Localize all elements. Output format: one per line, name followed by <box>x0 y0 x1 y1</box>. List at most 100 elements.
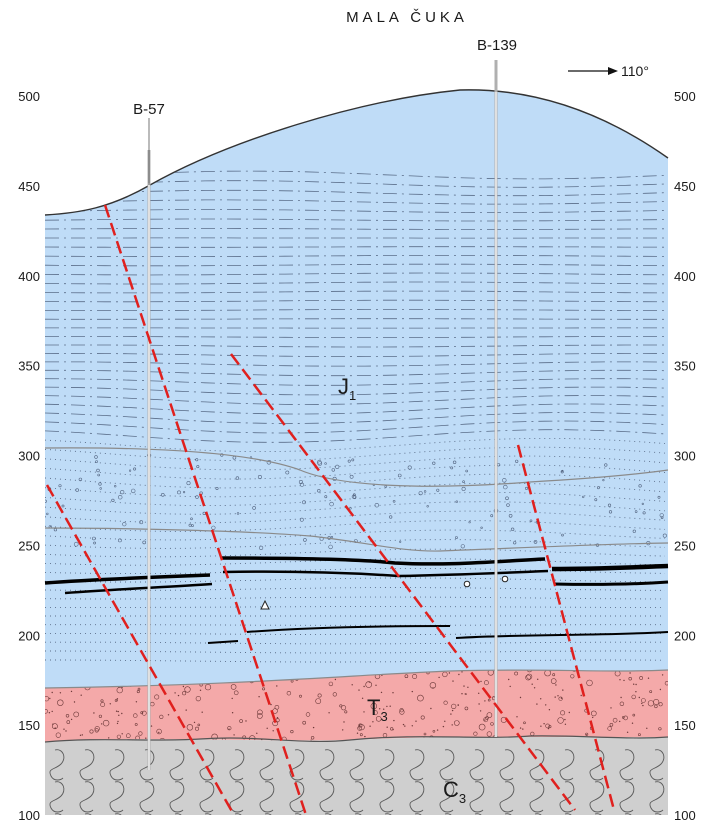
conglomerate-clast <box>89 729 94 734</box>
pebble-dot <box>324 462 327 465</box>
sand-grain <box>393 719 395 722</box>
pebble-dot <box>347 459 351 463</box>
pebble-dot <box>61 504 65 508</box>
fold-symbol <box>199 781 215 813</box>
fold-symbol <box>229 781 245 813</box>
axis-tick-label-left: 250 <box>18 538 40 553</box>
pebble-dot <box>211 525 216 530</box>
sand-grain <box>343 721 345 723</box>
unit-t3-fill <box>45 670 668 742</box>
pebble-dot <box>426 505 429 508</box>
sand-grain <box>430 707 432 710</box>
bedding-texture-line <box>45 501 666 515</box>
pebble-dot <box>93 541 97 545</box>
sand-grain <box>458 673 460 676</box>
sand-grain <box>380 691 383 694</box>
fold-symbol <box>619 813 635 815</box>
sand-grain <box>116 722 119 725</box>
sand-grain <box>351 684 353 686</box>
sand-grain <box>543 723 545 725</box>
borehole-b57: B-57 <box>133 101 165 770</box>
conglomerate-clast <box>182 691 187 696</box>
pebble-dot <box>561 533 564 537</box>
conglomerate-clast <box>420 715 425 720</box>
sand-grain <box>536 703 538 705</box>
fold-symbol <box>409 813 425 815</box>
pebble-dot <box>399 540 402 543</box>
pebble-dot <box>480 526 483 529</box>
coal-seam <box>246 625 451 633</box>
sand-grain <box>81 734 84 736</box>
pebble-dot <box>95 460 98 463</box>
sand-grain <box>451 724 453 726</box>
pebble-dot <box>508 513 513 518</box>
pebble-dot <box>462 480 465 484</box>
pebble-dot <box>195 458 199 462</box>
axis-tick-label-right: 100 <box>674 808 696 823</box>
fold-symbol <box>469 781 485 813</box>
conglomerate-clast <box>664 680 668 686</box>
pebble-dot <box>161 492 165 497</box>
sand-grain <box>562 689 564 691</box>
conglomerate-clast <box>140 711 144 715</box>
fold-symbol <box>49 813 65 815</box>
bedding-texture-line <box>45 632 665 636</box>
bedding-texture-line <box>45 510 666 524</box>
sand-grain <box>509 685 511 688</box>
conglomerate-clast <box>197 723 201 727</box>
sand-grain <box>585 734 588 736</box>
axis-tick-label-right: 400 <box>674 269 696 284</box>
pebble-dot <box>515 459 519 463</box>
pebble-dot <box>659 513 664 518</box>
sand-grain <box>508 678 510 681</box>
sand-grain <box>361 697 364 699</box>
pebble-dot <box>328 544 333 550</box>
bedding-texture-line <box>45 606 665 608</box>
conglomerate-clast <box>65 714 70 718</box>
fold-symbol <box>559 813 575 815</box>
fold-symbol <box>49 749 65 781</box>
conglomerate-clast <box>641 698 646 703</box>
conglomerate-clast <box>390 727 394 731</box>
fold-symbol <box>349 813 365 815</box>
sand-grain <box>568 711 570 714</box>
conglomerate-clast <box>399 708 404 713</box>
pebble-dot <box>142 540 146 545</box>
bedding-contact <box>44 447 669 487</box>
bedding-texture-line <box>45 482 666 498</box>
pebble-dot <box>188 523 192 527</box>
conglomerate-clast <box>654 704 658 709</box>
pebble-dot <box>235 476 240 480</box>
bedding-texture-line <box>45 548 666 558</box>
pebble-dot <box>129 469 132 472</box>
sand-grain <box>450 713 452 715</box>
conglomerate-clast <box>141 710 147 716</box>
sand-grain <box>121 712 123 715</box>
sand-grain <box>231 697 233 700</box>
pebble-dot <box>92 536 96 541</box>
sand-grain <box>461 693 463 695</box>
pebble-dot <box>660 516 664 519</box>
axis-tick-label-left: 200 <box>18 628 40 643</box>
pebble-dot <box>455 500 458 503</box>
sand-grain <box>201 711 203 713</box>
conglomerate-clast <box>154 694 160 700</box>
pebble-dot <box>252 506 256 510</box>
conglomerate-clast <box>365 681 373 688</box>
sand-grain <box>522 728 524 730</box>
pebble-dot <box>349 474 354 479</box>
direction-indicator: 110° <box>568 63 649 79</box>
sand-grain <box>461 671 463 673</box>
fold-symbol <box>139 749 155 781</box>
sand-grain <box>135 701 138 703</box>
pebble-dot <box>604 463 608 467</box>
sample-point-icon <box>501 575 509 583</box>
conglomerate-clast <box>638 733 641 737</box>
pebble-dot <box>183 491 186 494</box>
sand-grain <box>158 731 160 734</box>
sand-grain <box>63 728 65 730</box>
pebble-dot <box>418 491 423 496</box>
axis-tick-label-right: 350 <box>674 359 696 374</box>
sand-grain <box>369 725 371 727</box>
sand-grain <box>193 721 196 724</box>
